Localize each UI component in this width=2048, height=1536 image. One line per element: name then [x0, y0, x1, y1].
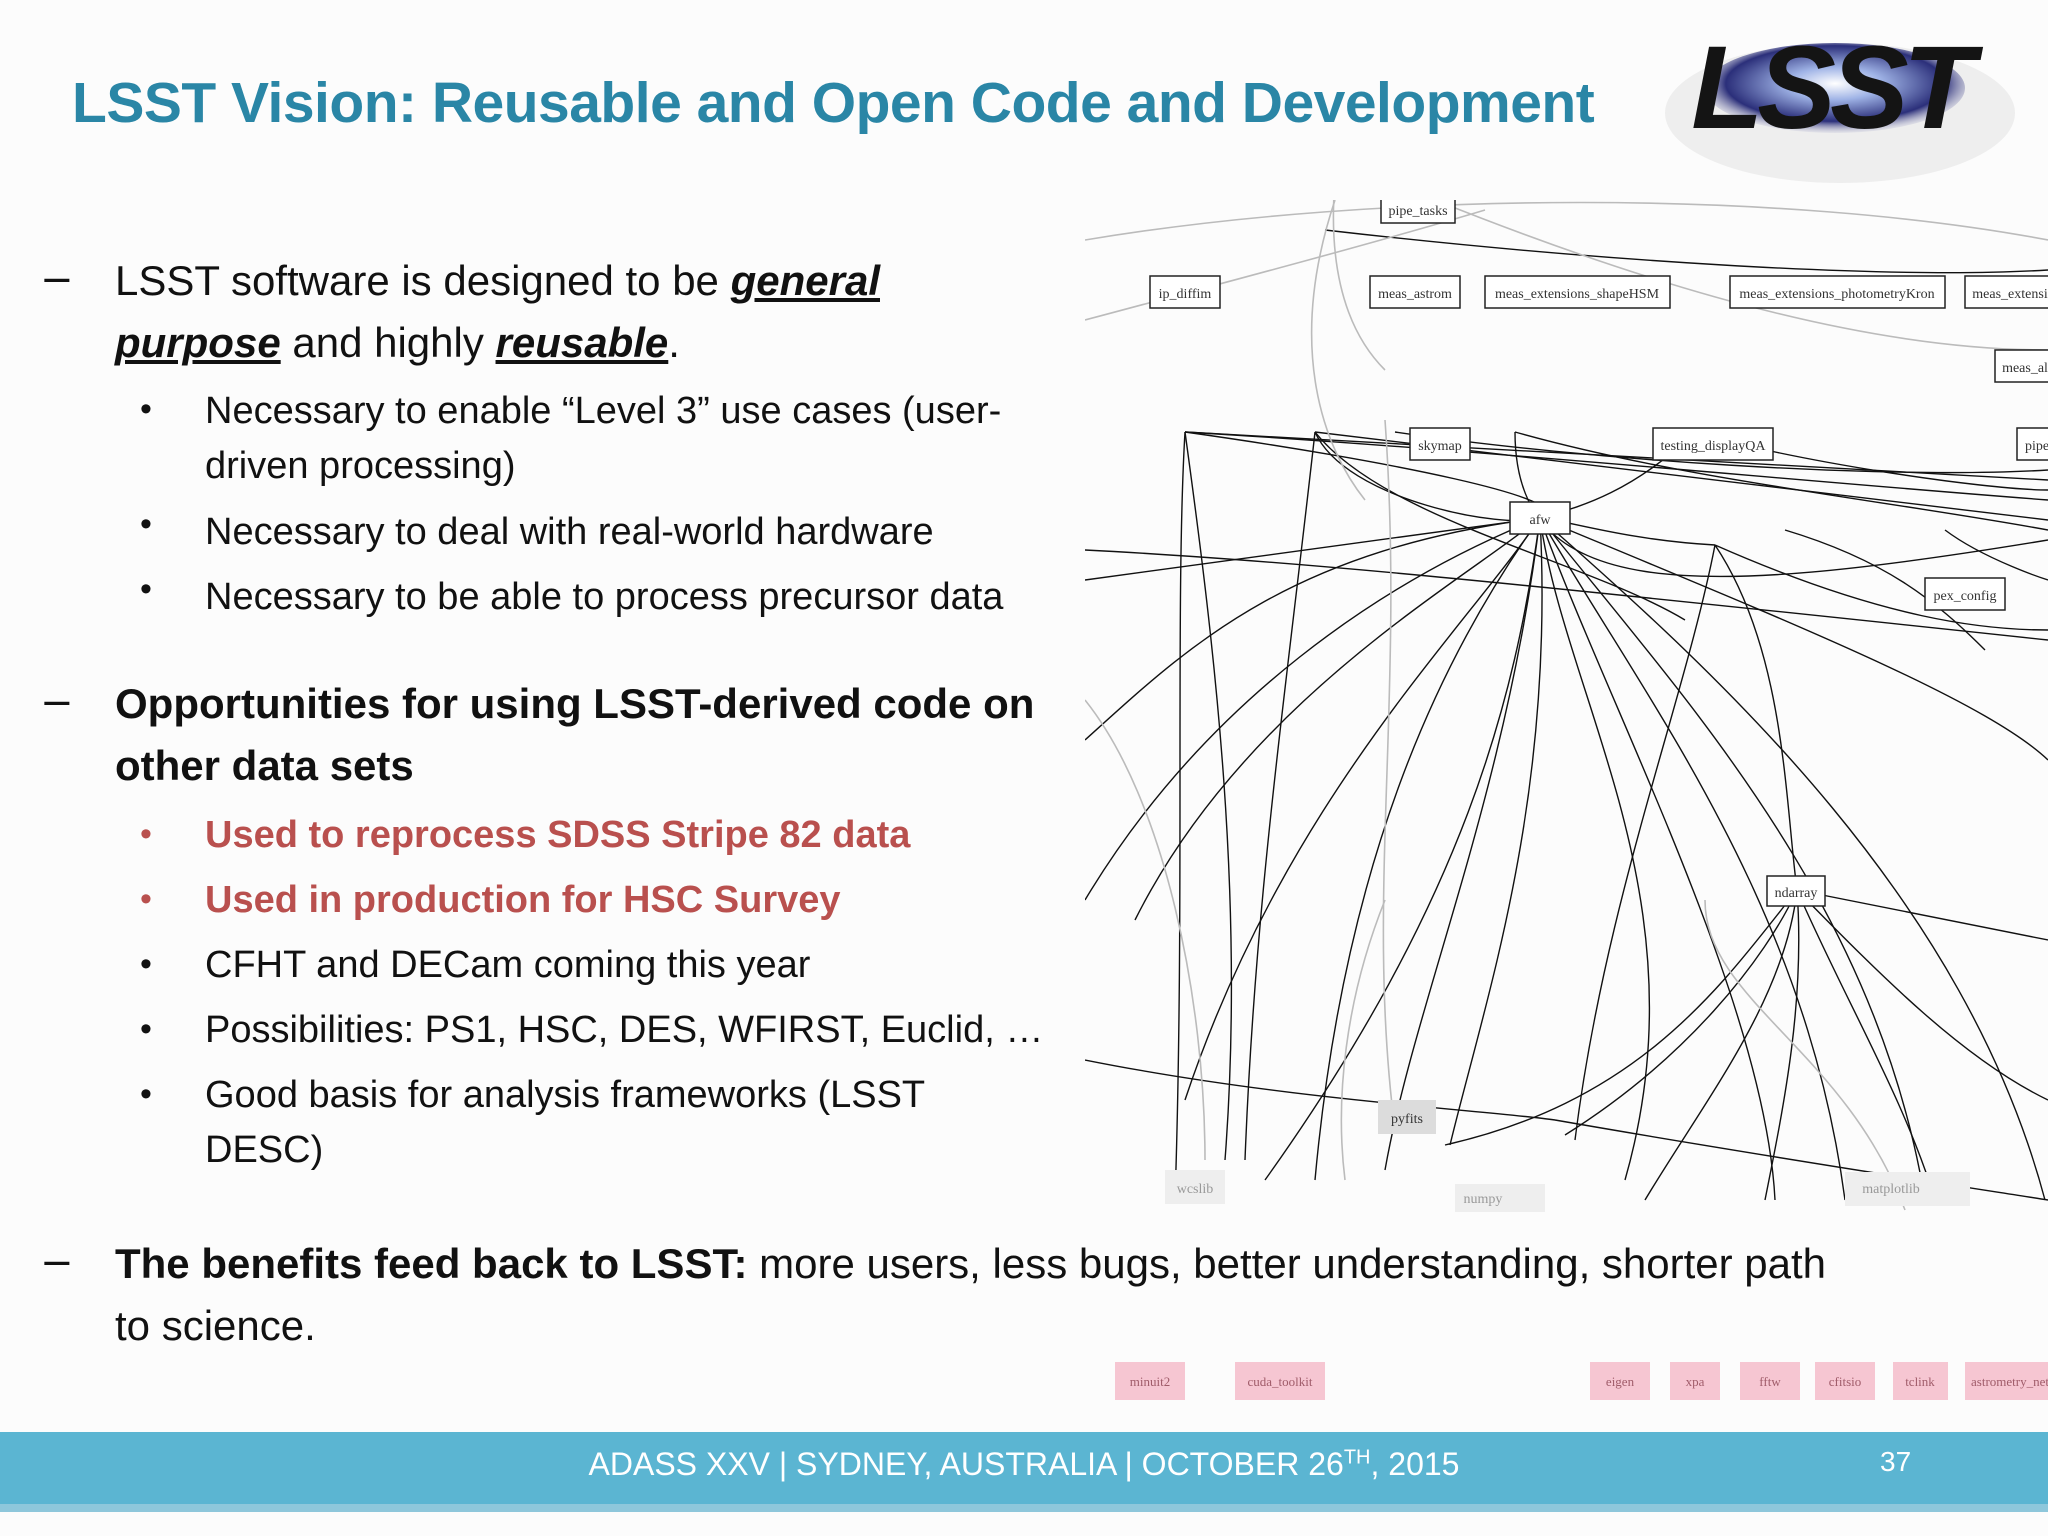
node-pipe: pipe — [2025, 439, 2048, 454]
sub-bullet-hardware: Necessary to deal with real-world hardwa… — [205, 511, 934, 553]
node-skymap: skymap — [1418, 439, 1462, 454]
footer-divider — [0, 1504, 2048, 1512]
node-fftw: fftw — [1759, 1374, 1781, 1389]
bullet-1-mid: and highly — [280, 319, 496, 366]
bullet-3-line-2: to science. — [115, 1302, 316, 1349]
sub-bullet-analysis-line-2: DESC) — [205, 1129, 324, 1171]
emphasis-general: general — [730, 257, 880, 304]
bullet-1-line-2: purpose and highly reusable. — [115, 312, 680, 374]
footer-sup: TH — [1343, 1446, 1371, 1469]
bullet-2-line-2: other data sets — [115, 742, 414, 789]
sub-bullet-level3-line-2: driven processing) — [205, 445, 516, 487]
footer-end: , 2015 — [1370, 1446, 1460, 1482]
node-meas-ext-shape: meas_extensions_shapeHSM — [1495, 287, 1660, 302]
node-pyfits: pyfits — [1391, 1112, 1423, 1127]
dot-marker: • — [140, 815, 152, 853]
page-number: 37 — [1880, 1446, 1912, 1477]
node-eigen: eigen — [1606, 1374, 1635, 1389]
dependency-graph: pipe_tasks ip_diffim meas_astrom meas_ex… — [1085, 200, 2048, 1400]
node-testing-displayqa: testing_displayQA — [1661, 439, 1767, 454]
dot-marker: • — [140, 880, 152, 918]
node-wcslib: wcslib — [1177, 1182, 1214, 1197]
sub-bullet-possibilities: Possibilities: PS1, HSC, DES, WFIRST, Eu… — [205, 1009, 1044, 1051]
bullet-1-prefix: LSST software is designed to be — [115, 257, 731, 304]
dot-marker: • — [140, 1010, 152, 1048]
dot-marker: • — [140, 390, 152, 428]
dot-marker: • — [140, 1075, 152, 1113]
emphasis-purpose: purpose — [115, 319, 281, 366]
node-meas-al: meas_al — [2002, 361, 2048, 376]
page-title: LSST Vision: Reusable and Open Code and … — [72, 71, 1595, 135]
node-astrometry: astrometry_net — [1971, 1374, 2048, 1389]
bullet-2-line-1: Opportunities for using LSST-derived cod… — [115, 680, 1035, 727]
lsst-logo: LSST — [1665, 22, 2015, 183]
sub-bullet-level3-line-1: Necessary to enable “Level 3” use cases … — [205, 390, 1002, 432]
dash-marker: − — [40, 257, 74, 303]
node-pex-config: pex_config — [1934, 589, 1997, 604]
bullet-1-end: . — [668, 319, 680, 366]
node-ip-diffim: ip_diffim — [1159, 287, 1212, 302]
node-matplotlib: matplotlib — [1862, 1182, 1920, 1197]
bullet-3-bold: The benefits feed back to LSST: — [115, 1240, 748, 1287]
lsst-logo-text: LSST — [1691, 22, 1983, 154]
node-ndarray: ndarray — [1775, 886, 1818, 901]
sub-bullet-analysis-line-1: Good basis for analysis frameworks (LSST — [205, 1074, 926, 1116]
footer-text: ADASS XXV | SYDNEY, AUSTRALIA | OCTOBER … — [0, 1446, 2048, 1483]
emphasis-reusable: reusable — [495, 319, 669, 366]
dot-marker: • — [140, 570, 152, 608]
node-pipe-tasks: pipe_tasks — [1388, 204, 1447, 219]
sub-bullet-hsc: Used in production for HSC Survey — [205, 879, 841, 921]
sub-bullet-precursor: Necessary to be able to process precurso… — [205, 576, 1004, 618]
dash-marker: − — [40, 680, 74, 726]
node-numpy: numpy — [1464, 1192, 1503, 1207]
bullet-1-line-1: LSST software is designed to be general — [115, 250, 880, 312]
node-minuit2: minuit2 — [1130, 1374, 1170, 1389]
dot-marker: • — [140, 505, 152, 543]
dot-marker: • — [140, 945, 152, 983]
node-cfitsio: cfitsio — [1829, 1374, 1862, 1389]
sub-bullet-cfht: CFHT and DECam coming this year — [205, 944, 811, 986]
footer-bar — [0, 1432, 2048, 1504]
node-afw: afw — [1530, 513, 1552, 528]
node-cuda-toolkit: cuda_toolkit — [1248, 1374, 1313, 1389]
footer-main: ADASS XXV | SYDNEY, AUSTRALIA | OCTOBER … — [588, 1446, 1344, 1482]
node-xpa: xpa — [1686, 1374, 1705, 1389]
node-meas-ext-phot: meas_extensions_photometryKron — [1739, 287, 1934, 302]
sub-bullet-sdss: Used to reprocess SDSS Stripe 82 data — [205, 814, 911, 856]
dash-marker: − — [40, 1240, 74, 1286]
node-meas-astrom: meas_astrom — [1378, 287, 1452, 302]
node-tclink: tclink — [1905, 1374, 1935, 1389]
node-meas-ext: meas_extensi — [1972, 287, 2048, 302]
